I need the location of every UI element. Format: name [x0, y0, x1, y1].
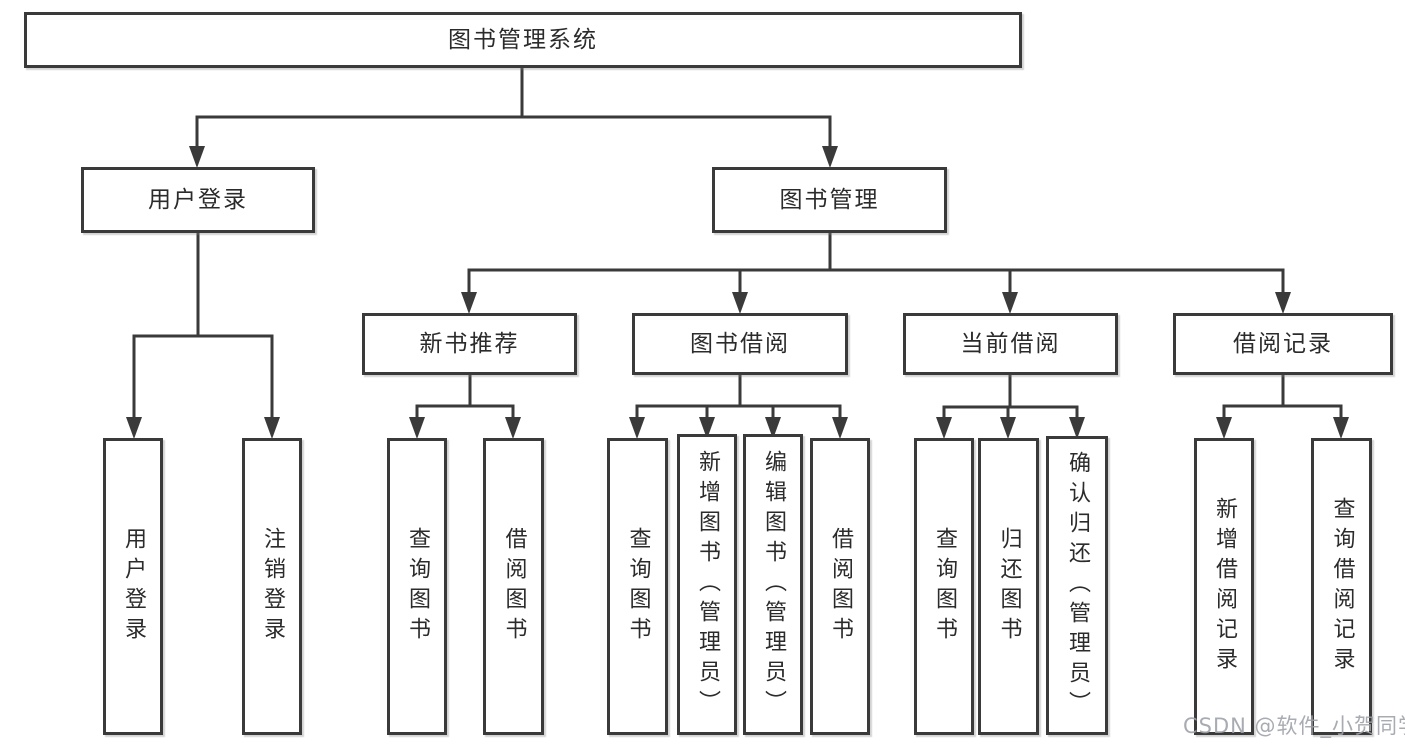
node-book-manage: 图书管理 — [712, 167, 947, 233]
connector-root-to-level2 — [195, 68, 832, 150]
leaf-borrow-book-recommend: 借阅图书 — [483, 438, 544, 735]
node-new-book-recommend: 新书推荐 — [362, 313, 577, 375]
leaf-query-book-recommend: 查询图书 — [387, 438, 447, 735]
arrowheads-level2 — [189, 146, 838, 168]
connector-newbook-to-leaves — [415, 375, 515, 420]
connector-borrow-to-leaves — [635, 375, 842, 420]
arrowheads-level3 — [461, 292, 1291, 314]
node-current-borrow: 当前借阅 — [903, 313, 1118, 375]
connector-record-to-leaves — [1222, 375, 1343, 420]
connector-current-to-leaves — [942, 375, 1079, 420]
node-book-borrow: 图书借阅 — [632, 313, 848, 375]
node-root-system: 图书管理系统 — [24, 12, 1022, 68]
leaf-add-book-admin: 新增图书（管理员） — [677, 434, 737, 735]
leaf-query-borrow-record: 查询借阅记录 — [1311, 438, 1372, 735]
leaf-query-book-current: 查询图书 — [914, 438, 974, 735]
leaf-query-book-borrow: 查询图书 — [607, 438, 668, 735]
connector-login-to-leaves — [132, 233, 274, 420]
arrowheads-login-leaves — [126, 417, 280, 439]
connector-manage-to-level3 — [467, 233, 1285, 294]
leaf-edit-book-admin: 编辑图书（管理员） — [743, 434, 803, 735]
csdn-watermark: CSDN @软件_小贺同学 — [1183, 714, 1405, 738]
leaf-add-borrow-record: 新增借阅记录 — [1194, 438, 1254, 735]
leaf-borrow-book: 借阅图书 — [810, 438, 870, 735]
arrowheads-current-leaves — [936, 417, 1085, 439]
leaf-logout: 注销登录 — [242, 438, 302, 735]
leaf-return-book: 归还图书 — [978, 438, 1039, 735]
arrowheads-borrow-leaves — [629, 417, 848, 439]
leaf-user-login: 用户登录 — [103, 438, 163, 735]
node-user-login: 用户登录 — [81, 167, 315, 233]
arrowheads-record-leaves — [1216, 417, 1349, 439]
node-borrow-record: 借阅记录 — [1173, 313, 1393, 375]
leaf-confirm-return-admin: 确认归还（管理员） — [1046, 436, 1108, 735]
arrowheads-newbook-leaves — [409, 417, 521, 439]
